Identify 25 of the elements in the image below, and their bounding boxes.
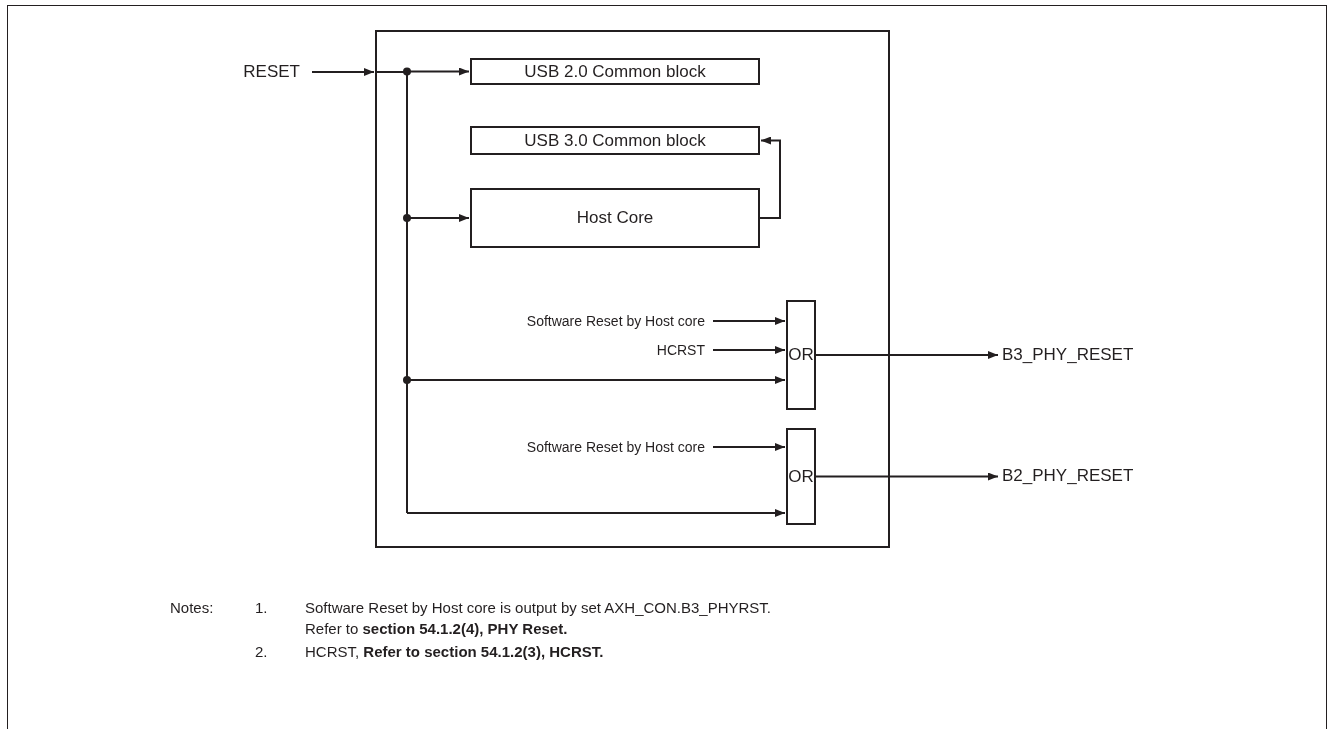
signal-label: HCRST (600, 340, 705, 360)
arrow (815, 351, 999, 359)
note-number: 2. (255, 642, 269, 662)
signal-label: B2_PHY_RESET (1002, 466, 1202, 486)
arrow (712, 346, 786, 354)
note-number: 1. (255, 598, 269, 618)
arrow (311, 68, 408, 514)
signal-label: B3_PHY_RESET (1002, 345, 1202, 365)
notes-heading: Notes: (170, 598, 215, 618)
note-text: Software Reset by Host core is output by set AXH_CON.B3_PHYRST. Refer to section 54.1.2(4), PHY Reset. (305, 598, 773, 639)
arrow (712, 443, 786, 451)
arrow (406, 509, 786, 517)
signal-label: Software Reset by Host core (400, 437, 705, 457)
block-box: Host Core (470, 188, 760, 248)
or-gate: OR (786, 300, 816, 410)
arrow (712, 317, 786, 325)
block-outline (375, 30, 890, 548)
arrow (759, 136, 781, 219)
or-gate: OR (786, 428, 816, 525)
signal-label: Software Reset by Host core (400, 311, 705, 331)
arrow (815, 472, 999, 481)
note-text: HCRST, Refer to section 54.1.2(3), HCRST. (305, 642, 605, 662)
block-box: USB 3.0 Common block (470, 126, 760, 155)
signal-label: RESET (190, 62, 300, 82)
block-box: USB 2.0 Common block (470, 58, 760, 85)
